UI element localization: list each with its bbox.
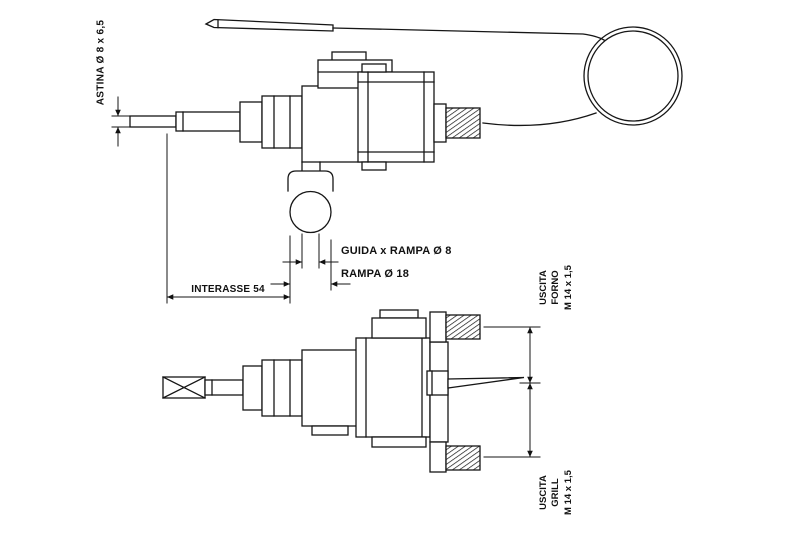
uscita-grill-line-1: USCITA [537, 475, 549, 511]
dimension-guida-rampa [282, 233, 339, 269]
stem-knob-side [162, 376, 244, 399]
dimension-astina [111, 96, 134, 147]
uscita-grill-label: USCITA GRILL M 14 x 1,5 [534, 454, 578, 532]
astina-dimension-label: ASTINA Ø 8 x 6,5 [84, 19, 118, 105]
capillary-tube [332, 27, 605, 127]
valve-side-view [162, 309, 525, 473]
mounting-bushing-side [242, 359, 303, 417]
capillary-coil [583, 26, 683, 126]
guida-rampa-dimension-label: GUIDA x RAMPA Ø 8 [341, 245, 452, 257]
uscita-forno-text: USCITA FORNO M 14 x 1,5 [537, 266, 574, 311]
uscita-grill-text: USCITA GRILL M 14 x 1,5 [537, 471, 574, 516]
uscita-grill-line-3: M 14 x 1,5 [562, 470, 574, 516]
dimension-rampa [270, 239, 351, 291]
uscita-forno-label: USCITA FORNO M 14 x 1,5 [534, 250, 578, 326]
capillary-bulb [204, 18, 334, 32]
astina-dimension-text: ASTINA Ø 8 x 6,5 [95, 19, 107, 105]
capillary-gland-threads [433, 103, 481, 143]
rampa-connection [287, 161, 334, 234]
uscita-forno-line-3: M 14 x 1,5 [562, 265, 574, 311]
flange-plate-side [355, 309, 431, 448]
outlet-forno [429, 311, 481, 343]
mounting-bushing-top [239, 95, 303, 149]
valve-top-view [129, 51, 481, 234]
flange-plate-top [357, 63, 435, 171]
valve-stem-top [129, 111, 241, 132]
rampa-dimension-label: RAMPA Ø 18 [341, 268, 410, 280]
valve-body-top [301, 51, 393, 163]
dimension-interasse [166, 133, 291, 304]
uscita-forno-line-1: USCITA [537, 270, 549, 306]
thermocouple-needle [426, 370, 525, 396]
interasse-dimension-label: INTERASSE 54 [191, 284, 265, 295]
uscita-grill-line-2: GRILL [549, 478, 561, 508]
outlet-grill [429, 441, 481, 473]
uscita-forno-line-2: FORNO [549, 270, 561, 306]
dimension-uscita [483, 326, 541, 458]
valve-body-side [301, 349, 359, 436]
